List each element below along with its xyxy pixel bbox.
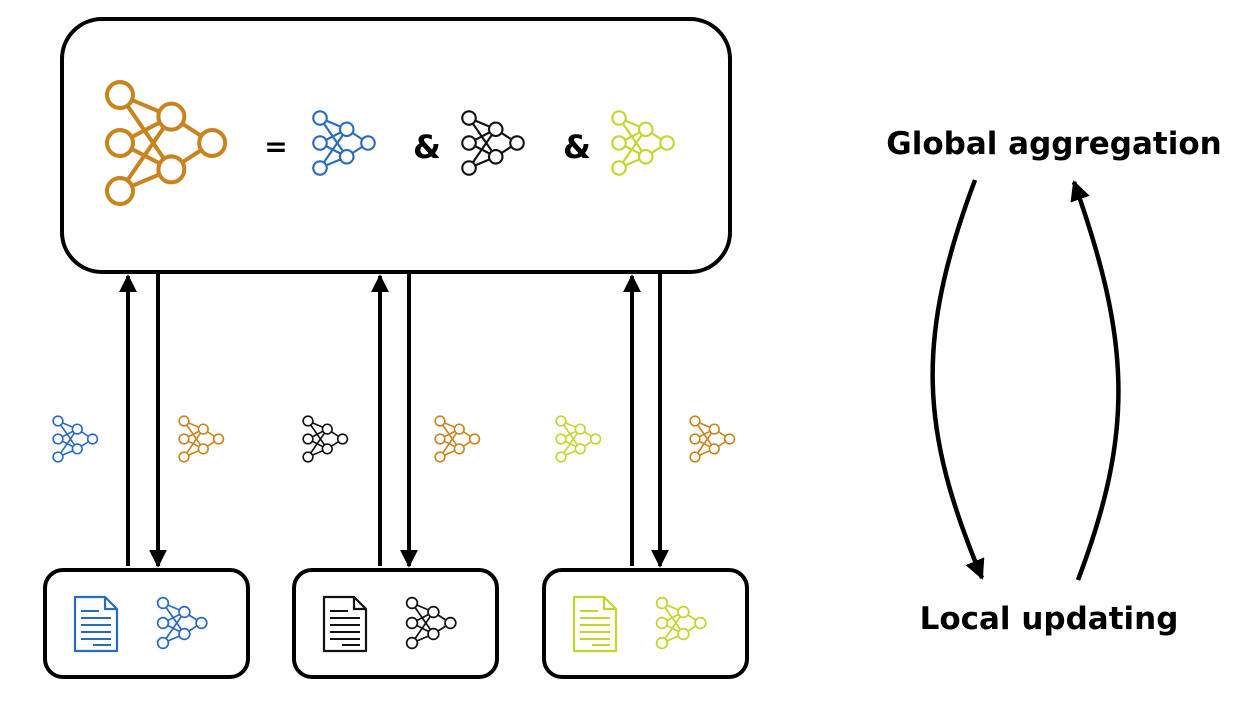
client-1-model-icon <box>312 110 376 176</box>
local-updating-label: Local updating <box>920 601 1179 637</box>
client-1-document-icon <box>73 595 119 653</box>
download-model-icon-client-2 <box>434 415 481 463</box>
client-3-model-icon <box>611 110 675 176</box>
equals-symbol: = <box>264 130 287 163</box>
upload-model-icon-client-1 <box>52 415 99 463</box>
client-2-neural-network-icon <box>405 596 457 650</box>
transferred-models <box>52 415 736 463</box>
server-box <box>60 17 732 274</box>
client-2-model-icon <box>461 110 525 176</box>
client-3-document-icon <box>572 595 618 653</box>
client-contents <box>73 595 707 653</box>
client-2-document-icon <box>322 595 368 653</box>
client-1-neural-network-icon <box>156 596 208 650</box>
upload-model-icon-client-3 <box>555 415 602 463</box>
download-model-icon-client-3 <box>689 415 736 463</box>
and-symbol-1: & <box>413 128 441 166</box>
upload-model-icon-client-2 <box>302 415 349 463</box>
up-curve-arrow <box>1070 180 1121 581</box>
global-model-icon <box>105 80 228 206</box>
and-symbol-2: & <box>563 128 591 166</box>
client-3-neural-network-icon <box>655 596 707 650</box>
down-curve-arrow <box>930 179 985 580</box>
server-content <box>105 80 675 206</box>
communication-arrows <box>119 274 669 568</box>
download-model-icon-client-1 <box>178 415 225 463</box>
global-aggregation-label: Global aggregation <box>886 126 1221 162</box>
